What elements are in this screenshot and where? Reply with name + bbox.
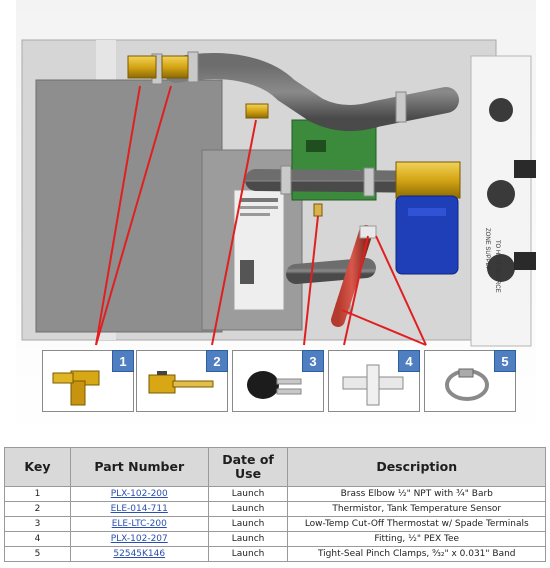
key-cell: 3	[4, 516, 71, 532]
header-part-number: Part Number	[69, 447, 209, 487]
assembly-photo: ZONE SUPPLY TO HEAT SOURCE	[16, 0, 536, 436]
table-row: 2 ELE-014-711 Launch Thermistor, Tank Te…	[4, 501, 546, 517]
parts-table: Key Part Number Date of Use Description …	[4, 447, 546, 562]
callout-5: 5	[424, 350, 516, 412]
hose-clamp	[363, 167, 375, 197]
callout-number: 2	[206, 350, 228, 372]
label-line	[240, 213, 270, 216]
leader-line-5b	[375, 235, 427, 346]
port-middle	[487, 180, 515, 208]
callout-number: 1	[112, 350, 134, 372]
table-row: 5 52545K146 Launch Tight-Seal Pinch Clam…	[4, 546, 546, 562]
pipe-stub	[514, 252, 536, 270]
callout-4: 4	[328, 350, 420, 412]
description-cell: Fitting, ½" PEX Tee	[287, 531, 546, 547]
hose-clamp	[395, 91, 407, 123]
pinch-clamp-icon	[445, 368, 489, 401]
zone-valve-body	[395, 161, 461, 199]
pex-tubing	[331, 225, 373, 327]
valve-actuator	[395, 195, 459, 275]
port-upper	[489, 98, 513, 122]
leader-lines	[95, 85, 427, 346]
part-number-link[interactable]: ELE-LTC-200	[69, 516, 209, 532]
leader-line-5	[341, 309, 427, 346]
part-number-link[interactable]: ELE-014-711	[69, 501, 209, 517]
callout-number: 3	[302, 350, 324, 372]
leader-line-1	[95, 85, 141, 346]
part-number-link[interactable]: 52545K146	[69, 546, 209, 562]
description-cell: Tight-Seal Pinch Clamps, ⁹⁄₃₂" x 0.031" …	[287, 546, 546, 562]
pcb-chip	[306, 140, 326, 152]
brass-fitting	[245, 103, 269, 119]
supply-hose	[163, 53, 459, 132]
key-cell: 1	[4, 486, 71, 502]
label-line	[240, 206, 278, 209]
thermistor-sensor-icon	[148, 371, 214, 394]
table-row: 1 PLX-102-200 Launch Brass Elbow ½" NPT …	[4, 486, 546, 502]
description-cell: Thermistor, Tank Temperature Sensor	[287, 501, 546, 517]
label-line	[240, 198, 278, 202]
key-cell: 4	[4, 531, 71, 547]
date-of-use-cell: Launch	[207, 546, 289, 562]
part-number-link[interactable]: PLX-102-207	[69, 531, 209, 547]
description-cell: Brass Elbow ½" NPT with ¾" Barb	[287, 486, 546, 502]
product-figure: ZONE SUPPLY TO HEAT SOURCE 1 2	[16, 0, 536, 436]
hose-clamp	[280, 165, 292, 195]
description-cell: Low-Temp Cut-Off Thermostat w/ Spade Ter…	[287, 516, 546, 532]
pipe-stub	[514, 160, 536, 178]
label-barcode	[240, 260, 254, 284]
actuator-highlight	[408, 208, 446, 216]
key-cell: 5	[4, 546, 71, 562]
key-cell: 2	[4, 501, 71, 517]
table-row: 3 ELE-LTC-200 Launch Low-Temp Cut-Off Th…	[4, 516, 546, 532]
cutoff-thermostat-icon	[247, 371, 302, 399]
header-date-of-use: Date of Use	[207, 447, 289, 487]
leader-line-3	[303, 215, 319, 346]
callout-number: 5	[494, 350, 516, 372]
callout-number: 4	[398, 350, 420, 372]
pex-tee-icon	[342, 364, 404, 406]
to-heat-source-label: TO HEAT SOURCE	[494, 240, 500, 293]
header-description: Description	[287, 447, 546, 487]
cutoff-thermostat	[313, 203, 323, 217]
port-lower	[487, 254, 515, 282]
leader-line-4	[343, 235, 369, 346]
callout-3: 3	[232, 350, 324, 412]
part-number-link[interactable]: PLX-102-200	[69, 486, 209, 502]
date-of-use-cell: Launch	[207, 516, 289, 532]
brass-elbow-icon	[52, 370, 100, 406]
date-of-use-cell: Launch	[207, 501, 289, 517]
zone-supply-label: ZONE SUPPLY	[484, 228, 490, 270]
table-row: 4 PLX-102-207 Launch Fitting, ½" PEX Tee	[4, 531, 546, 547]
water-tank	[35, 79, 223, 333]
date-of-use-cell: Launch	[207, 486, 289, 502]
brass-elbow	[127, 55, 157, 79]
brass-elbow	[161, 55, 189, 79]
table-header-row: Key Part Number Date of Use Description	[4, 447, 546, 487]
leader-line-1b	[95, 85, 172, 346]
header-key: Key	[4, 447, 71, 487]
callout-1: 1	[42, 350, 134, 412]
hose-clamp	[187, 51, 199, 83]
date-of-use-cell: Launch	[207, 531, 289, 547]
callout-2: 2	[136, 350, 228, 412]
leader-line-2	[211, 119, 257, 346]
